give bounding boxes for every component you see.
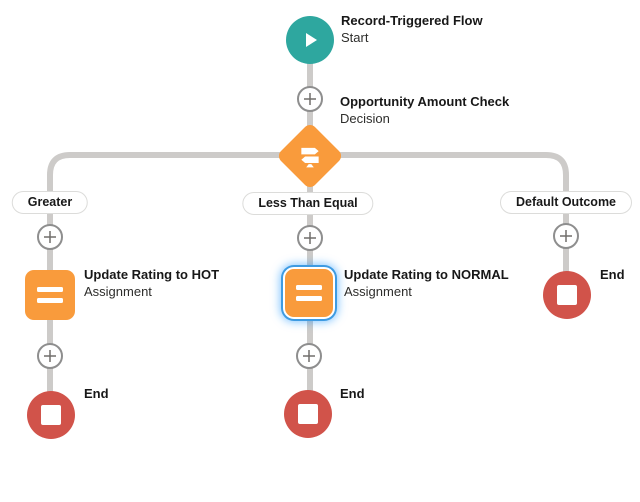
equals-icon: [296, 285, 322, 301]
end-center-label: End: [340, 385, 365, 402]
assignment-hot-label: Update Rating to HOT Assignment: [84, 266, 219, 300]
connector-branch-right: [336, 152, 569, 273]
add-node-button[interactable]: [37, 224, 63, 250]
end-node-center[interactable]: [284, 390, 332, 438]
add-node-button[interactable]: [297, 86, 323, 112]
assignment-normal-label: Update Rating to NORMAL Assignment: [344, 266, 509, 300]
add-node-button[interactable]: [553, 223, 579, 249]
signpost-icon: [297, 143, 323, 169]
plus-icon: [304, 93, 316, 105]
end-center-title: End: [340, 386, 365, 401]
stop-icon: [298, 404, 318, 424]
connector-branch-left: [47, 152, 284, 393]
end-right-title: End: [600, 267, 625, 282]
plus-icon: [303, 350, 315, 362]
end-right-label: End: [600, 266, 625, 283]
add-node-button[interactable]: [297, 225, 323, 251]
start-title: Record-Triggered Flow: [341, 13, 483, 28]
assignment-node-normal[interactable]: [283, 267, 335, 319]
start-label: Record-Triggered Flow Start: [341, 12, 483, 46]
equals-icon: [37, 287, 63, 303]
decision-title: Opportunity Amount Check: [340, 94, 510, 109]
assignment-hot-subtitle: Assignment: [84, 284, 152, 299]
add-node-button[interactable]: [37, 343, 63, 369]
assignment-normal-subtitle: Assignment: [344, 284, 412, 299]
plus-icon: [44, 350, 56, 362]
assignment-hot-title: Update Rating to HOT: [84, 267, 220, 282]
plus-icon: [304, 232, 316, 244]
decision-subtitle: Decision: [340, 111, 390, 126]
assignment-node-hot[interactable]: [25, 270, 75, 320]
decision-label: Opportunity Amount Check Decision: [340, 93, 509, 127]
decision-node[interactable]: [276, 122, 344, 190]
play-icon: [306, 33, 317, 47]
add-node-button[interactable]: [296, 343, 322, 369]
start-subtitle: Start: [341, 30, 369, 45]
end-left-label: End: [84, 385, 109, 402]
stop-icon: [557, 285, 577, 305]
end-node-right[interactable]: [543, 271, 591, 319]
assignment-normal-title: Update Rating to NORMAL: [344, 267, 509, 282]
plus-icon: [44, 231, 56, 243]
branch-label-default-outcome: Default Outcome: [499, 191, 633, 214]
end-left-title: End: [84, 386, 109, 401]
branch-label-greater: Greater: [11, 191, 89, 214]
branch-label-less-than-equal: Less Than Equal: [242, 192, 374, 215]
plus-icon: [560, 230, 572, 242]
end-node-left[interactable]: [27, 391, 75, 439]
stop-icon: [41, 405, 61, 425]
start-node[interactable]: [286, 16, 334, 64]
